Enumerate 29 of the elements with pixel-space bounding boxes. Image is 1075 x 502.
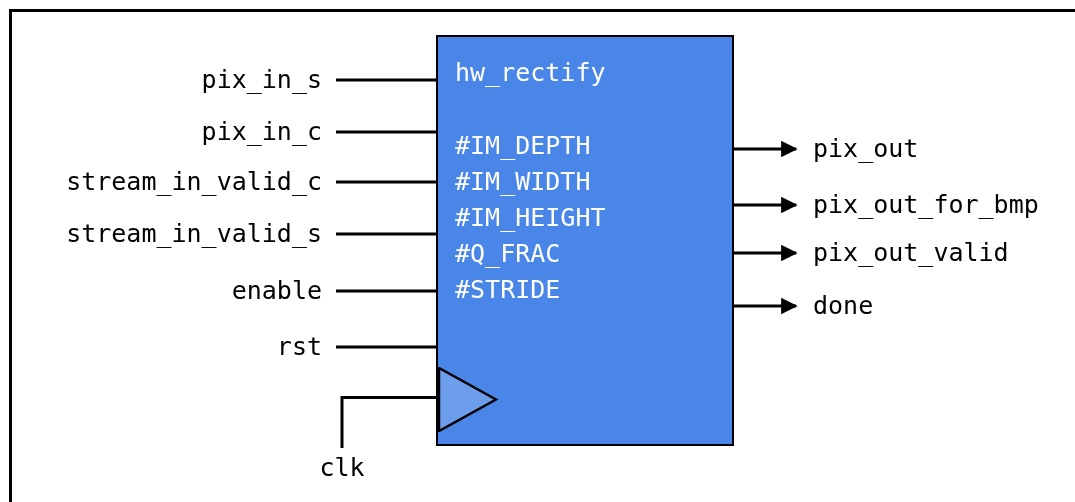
signal-name: pix_out_for_bmp [813,191,1039,219]
arrow [734,244,798,262]
parameter-name: #IM_DEPTH [455,131,591,161]
parameter-name: #STRIDE [455,275,561,305]
signal-line [336,345,436,349]
parameter-name: #IM_HEIGHT [455,203,606,233]
signal-name: pix_out [813,135,919,163]
signal-line [336,232,436,236]
signal-line [336,289,436,293]
module-block [436,35,734,446]
signal-name: pix_in_s [201,66,322,94]
signal-line [336,180,436,184]
signal-name: enable [231,277,322,305]
arrow [734,140,798,158]
signal-line [336,78,436,82]
signal-name: pix_out_valid [813,239,1009,267]
parameter-name: #IM_WIDTH [455,167,591,197]
parameter-name: #Q_FRAC [455,239,561,269]
signal-name: done [813,292,874,320]
signal-name: stream_in_valid_c [66,168,322,196]
signal-line [340,396,436,448]
signal-name: stream_in_valid_s [66,220,322,248]
signal-name: clk [319,454,365,482]
signal-line [336,130,436,134]
signal-name: pix_in_c [201,118,322,146]
module-name: hw_rectify [455,58,606,88]
arrow [734,196,798,214]
signal-name: rst [276,333,322,361]
arrow [734,297,798,315]
